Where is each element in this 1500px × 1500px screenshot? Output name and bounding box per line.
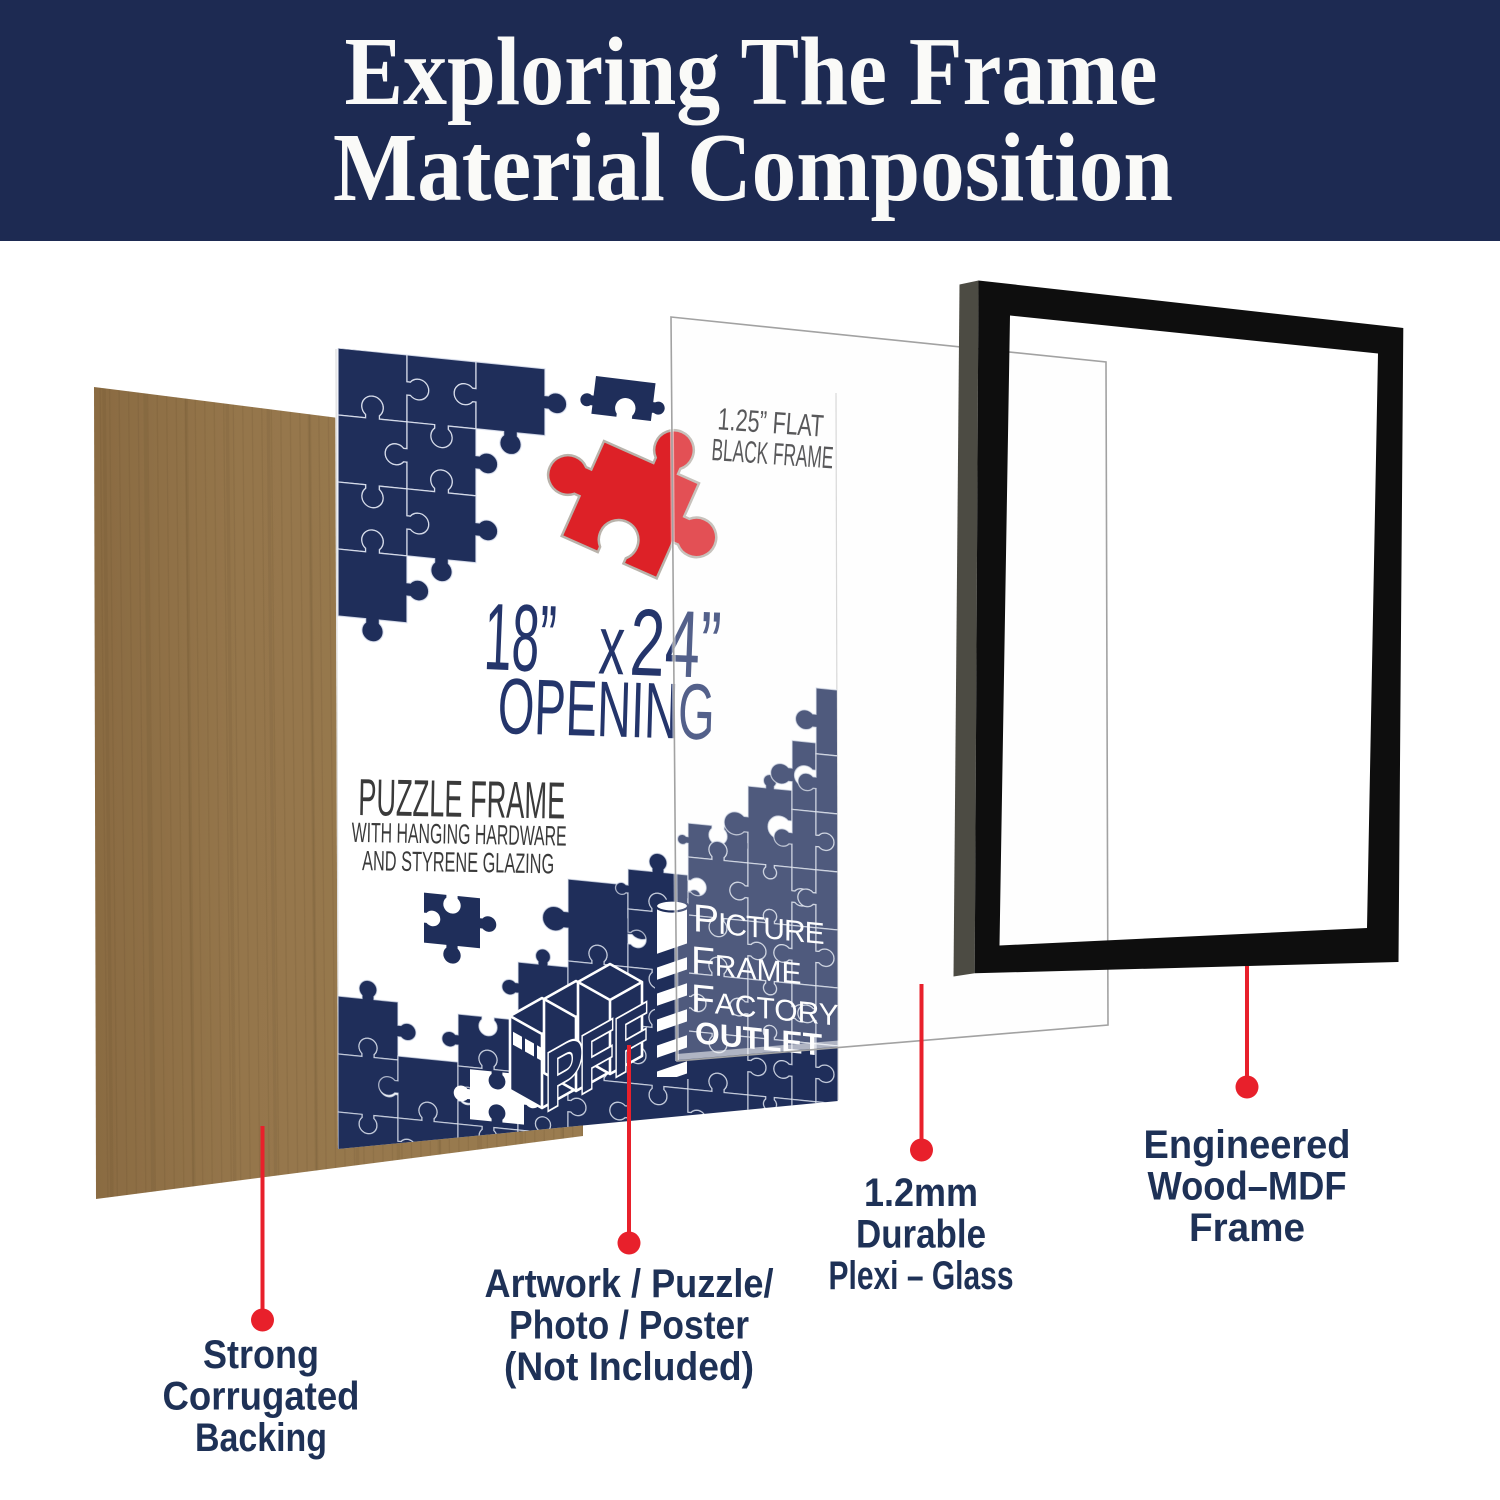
svg-text:Strong: Strong (203, 1333, 319, 1377)
svg-text:x: x (597, 597, 627, 692)
svg-text:Plexi – Glass: Plexi – Glass (829, 1254, 1014, 1298)
svg-text:PUZZLE FRAME: PUZZLE FRAME (358, 769, 566, 831)
svg-text:OPENING: OPENING (497, 661, 717, 756)
svg-text:Material Composition: Material Composition (333, 114, 1173, 221)
svg-text:Engineered: Engineered (1144, 1123, 1351, 1167)
svg-text:AND STYRENE GLAZING: AND STYRENE GLAZING (362, 845, 555, 879)
svg-text:Backing: Backing (195, 1416, 327, 1460)
svg-text:Corrugated: Corrugated (163, 1375, 360, 1419)
svg-text:F: F (579, 1001, 614, 1112)
svg-text:1.2mm: 1.2mm (864, 1171, 978, 1215)
svg-text:P: P (545, 1017, 583, 1130)
svg-text:1.25” FLAT: 1.25” FLAT (717, 401, 825, 443)
svg-text:Durable: Durable (856, 1213, 986, 1257)
svg-text:Photo / Poster: Photo / Poster (509, 1304, 749, 1348)
svg-text:PICTURE: PICTURE (693, 897, 824, 953)
svg-text:Artwork / Puzzle/: Artwork / Puzzle/ (485, 1262, 774, 1306)
svg-text:BLACK FRAME: BLACK FRAME (710, 432, 834, 475)
svg-text:Wood–MDF: Wood–MDF (1148, 1165, 1347, 1209)
svg-text:Frame: Frame (1189, 1206, 1305, 1250)
svg-text:(Not Included): (Not Included) (504, 1345, 754, 1389)
svg-text:Exploring The Frame: Exploring The Frame (345, 18, 1158, 125)
svg-text:WITH HANGING HARDWARE: WITH HANGING HARDWARE (351, 817, 567, 852)
svg-text:18”: 18” (482, 584, 558, 693)
